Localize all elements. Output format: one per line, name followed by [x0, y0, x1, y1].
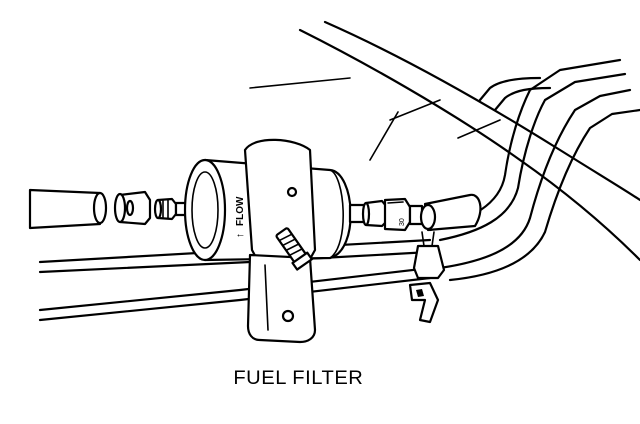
caption-text: FUEL FILTER — [232, 368, 364, 389]
inlet-fitting — [113, 190, 207, 226]
fitting-label: 30 — [399, 218, 406, 226]
outlet-fitting — [348, 197, 424, 232]
flow-arrow-text: ↑ — [235, 233, 246, 238]
flow-word-text: FLOW — [235, 196, 246, 226]
line-clip — [408, 231, 446, 324]
figure-caption: FUEL FILTER — [0, 368, 640, 390]
bracket-bolt — [275, 227, 313, 271]
mounting-bracket — [243, 138, 317, 344]
flow-label: ↑ FLOW — [235, 196, 246, 238]
fitting-label-text: 30 — [399, 218, 406, 226]
underbody-panel — [249, 20, 640, 262]
outlet-hose — [419, 193, 482, 232]
inlet-hose — [28, 188, 108, 230]
